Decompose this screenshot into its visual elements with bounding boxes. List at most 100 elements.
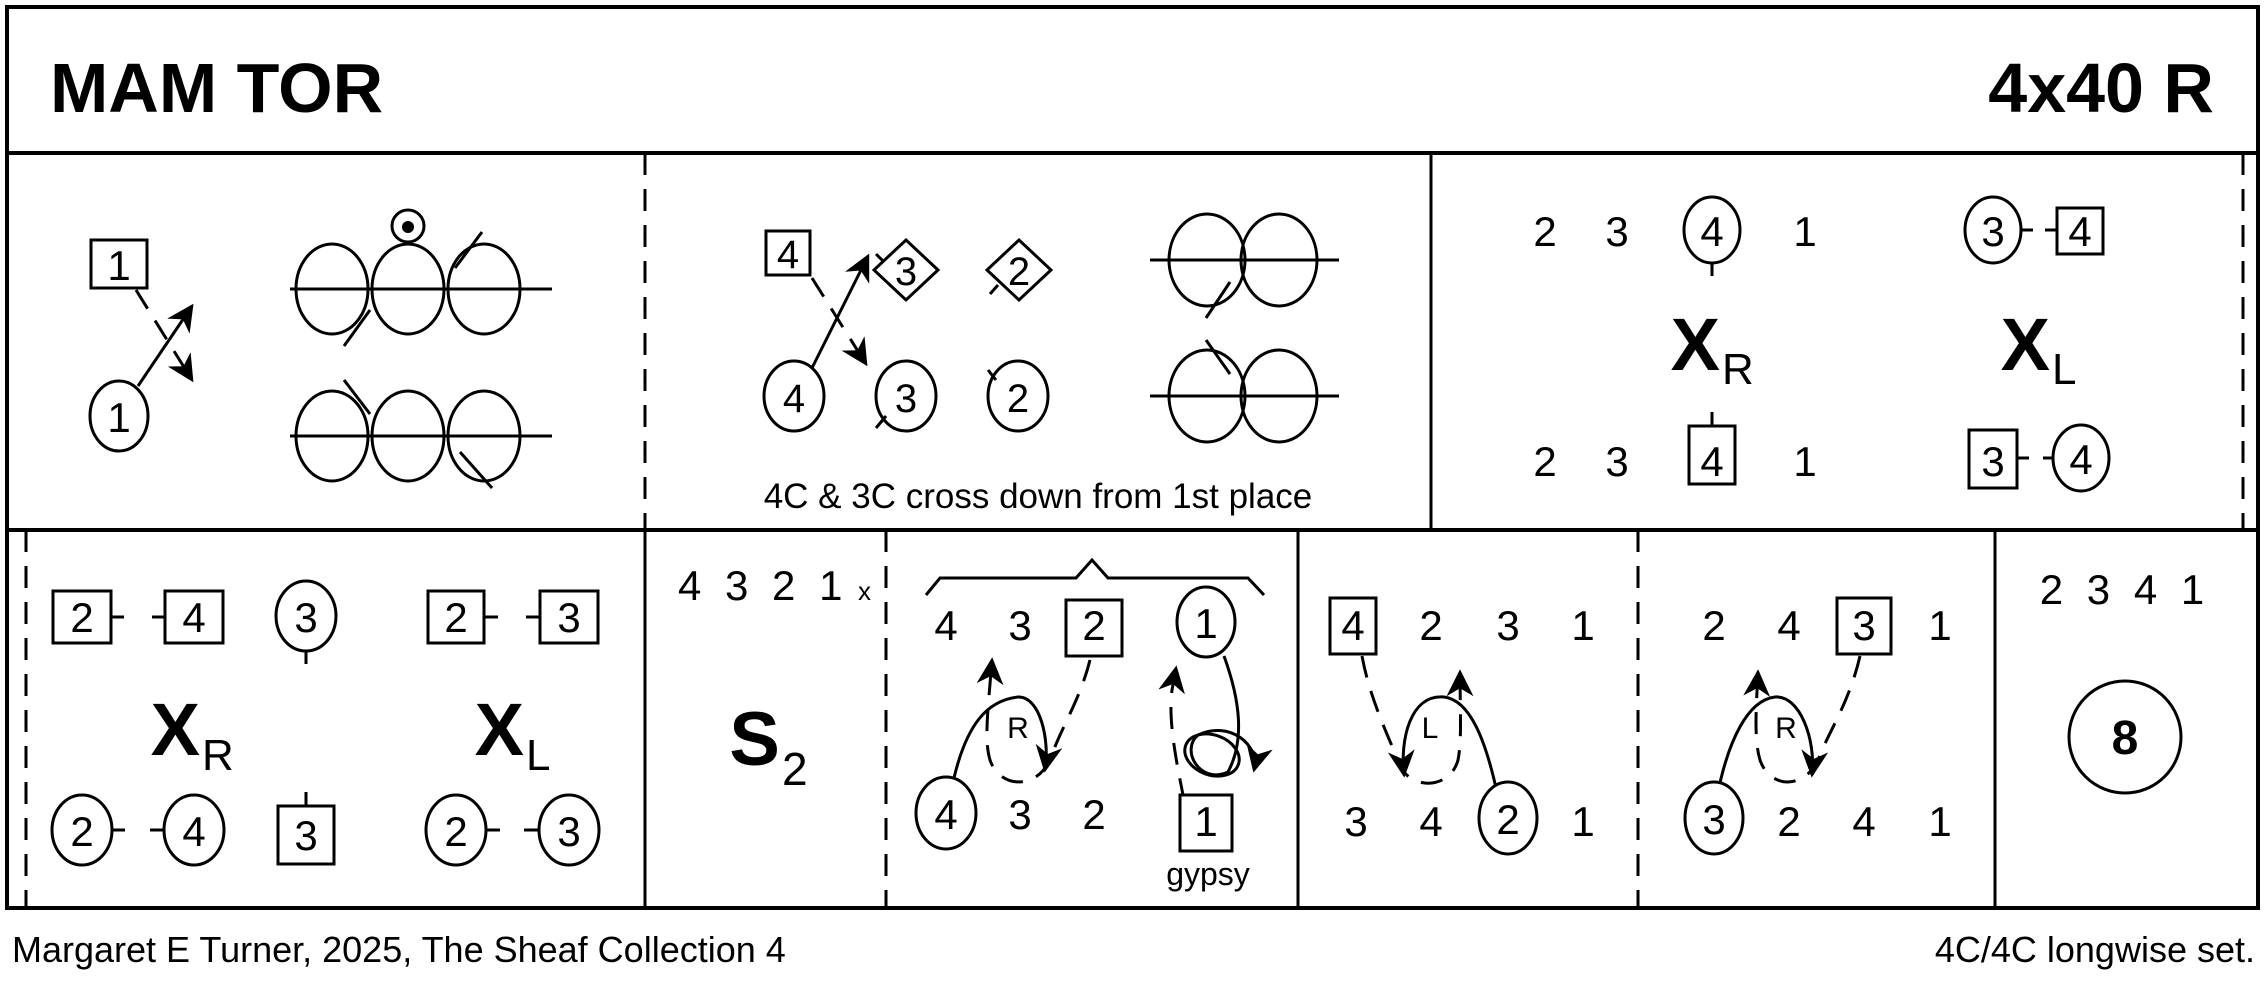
dancer-label: 4 xyxy=(2069,436,2092,483)
dancer-label: 1 xyxy=(1194,600,1217,647)
dancer-label: 2 xyxy=(1777,798,1800,845)
dancer-label: 1 xyxy=(1571,798,1594,845)
dancer-label: 1 xyxy=(1194,798,1217,845)
dancer-circle-4 xyxy=(162,793,226,867)
arrow-solid xyxy=(810,253,870,369)
dancer-label: 1 xyxy=(1928,602,1951,649)
dancer-label: 2 xyxy=(1533,208,1556,255)
dancer-circle-2 xyxy=(986,359,1050,433)
final-order: 2 3 4 1 xyxy=(2040,566,2210,613)
dancer-label: 4 xyxy=(1852,798,1875,845)
dancer-circle-3 xyxy=(1683,780,1745,856)
path-solid xyxy=(1387,695,1500,798)
row1-cell2: 4 3 2 4 3 2 4C & 3C cross down from 1st xyxy=(762,212,1339,516)
dancer-label: 1 xyxy=(1793,438,1816,485)
footer-credit: Margaret E Turner, 2025, The Sheaf Colle… xyxy=(12,929,786,970)
dancer-label: 1 xyxy=(1928,798,1951,845)
dancer-label: 3 xyxy=(294,812,317,859)
turn-label: R xyxy=(1007,712,1029,745)
dancer-label: 2 xyxy=(1533,438,1556,485)
row1-cell1: 1 1 xyxy=(88,208,552,489)
dancer-label: 3 xyxy=(557,594,580,641)
dancer-label: 2 xyxy=(1702,602,1725,649)
dancer-label: 3 xyxy=(1605,438,1628,485)
dancer-label: 4 xyxy=(934,791,957,838)
dancer-label: 3 xyxy=(1496,602,1519,649)
bars-count: 8 xyxy=(2112,712,2139,765)
dancer-label: 4 xyxy=(182,808,205,855)
gypsy-loop xyxy=(1183,732,1241,778)
dancer-label: 4 xyxy=(783,377,805,421)
dancer-circle-1 xyxy=(88,379,150,453)
dancer-box-3 xyxy=(1835,596,1893,656)
dancer-circle-1 xyxy=(1175,585,1237,659)
dancer-box-4 xyxy=(764,229,812,277)
path-solid xyxy=(1189,655,1273,777)
dancer-circle-4 xyxy=(762,359,826,433)
dancer-label: 2 xyxy=(1082,602,1105,649)
dancer-label: 3 xyxy=(1008,791,1031,838)
dancer-box-4 xyxy=(1687,424,1737,486)
outer-frame xyxy=(5,5,2260,910)
row2-cell1: 2 4 3 2 3 X R X L 2 4 3 2 3 xyxy=(50,579,601,867)
dancer-label: 3 xyxy=(1702,796,1725,843)
row2-cell4: 4 2 3 1 L 3 4 2 1 xyxy=(1328,596,1595,856)
dancer-label: 3 xyxy=(1605,208,1628,255)
dancer-label: 3 xyxy=(895,377,917,421)
dancer-label: 3 xyxy=(1981,208,2004,255)
cross-right-sub: R xyxy=(1722,345,1754,394)
cross-left-sub: L xyxy=(526,731,550,780)
dancer-label: 1 xyxy=(1571,602,1594,649)
path-dashed xyxy=(1743,655,1862,784)
starting-order-sub: x xyxy=(858,576,871,606)
dancer-label: 2 xyxy=(1007,377,1029,421)
dancer-label: 3 xyxy=(895,250,917,294)
dancer-label: 3 xyxy=(1852,602,1875,649)
bracket xyxy=(924,557,1266,597)
turn-label: L xyxy=(1422,712,1439,745)
reel-of-two-top xyxy=(1150,212,1339,319)
cross-left: X xyxy=(2001,303,2050,386)
dancer-box-4 xyxy=(1328,596,1378,656)
dancer-label: 4 xyxy=(934,602,957,649)
row2-cell2: 4 3 2 1 x S 2 xyxy=(678,562,871,795)
dancer-label: 4 xyxy=(2068,208,2091,255)
path-solid xyxy=(1715,695,1829,798)
cross-left: X xyxy=(475,688,524,771)
dancer-label: 1 xyxy=(107,394,130,441)
dancer-label: 4 xyxy=(1700,438,1723,485)
path-dashed xyxy=(1158,665,1186,801)
dancer-label: 3 xyxy=(557,808,580,855)
dancer-diamond-2 xyxy=(984,237,1054,303)
dancer-label: 3 xyxy=(294,594,317,641)
bars-circle xyxy=(2067,679,2183,795)
dancer-box-3 xyxy=(276,804,336,866)
setting-figure-sub: 2 xyxy=(782,743,808,795)
dancer-circle-3 xyxy=(537,793,601,867)
dance-title: MAM TOR xyxy=(50,49,383,127)
row2-cell5: 2 4 3 1 R 3 2 4 1 xyxy=(1683,596,1952,856)
dancer-box-1 xyxy=(89,238,149,290)
path-dashed xyxy=(976,657,1092,784)
dancer-box-3 xyxy=(538,589,600,645)
dancer-label: 1 xyxy=(1793,208,1816,255)
dancer-label: 2 xyxy=(444,594,467,641)
dancer-label: 2 xyxy=(1082,791,1105,838)
dancer-diamond-3 xyxy=(871,237,941,303)
dancer-label: 4 xyxy=(777,233,799,277)
dancer-box-1 xyxy=(1178,793,1234,853)
cross-left-sub: L xyxy=(2052,345,2076,394)
setting-figure: S xyxy=(729,697,780,782)
footer-set-type: 4C/4C longwise set. xyxy=(1935,929,2255,970)
dancer-label: 3 xyxy=(1008,602,1031,649)
dancer-label: 4 xyxy=(1341,602,1364,649)
dancer-circle-3 xyxy=(874,359,938,433)
dancer-circle-4 xyxy=(914,775,978,851)
dancer-label: 4 xyxy=(182,594,205,641)
dancer-label: 1 xyxy=(107,242,130,289)
dancer-label: 2 xyxy=(1008,250,1030,294)
dancer-label: 2 xyxy=(1419,602,1442,649)
dancer-label: 2 xyxy=(70,594,93,641)
reel-of-two-bottom xyxy=(1150,339,1339,444)
dancer-box-2 xyxy=(1064,598,1124,658)
